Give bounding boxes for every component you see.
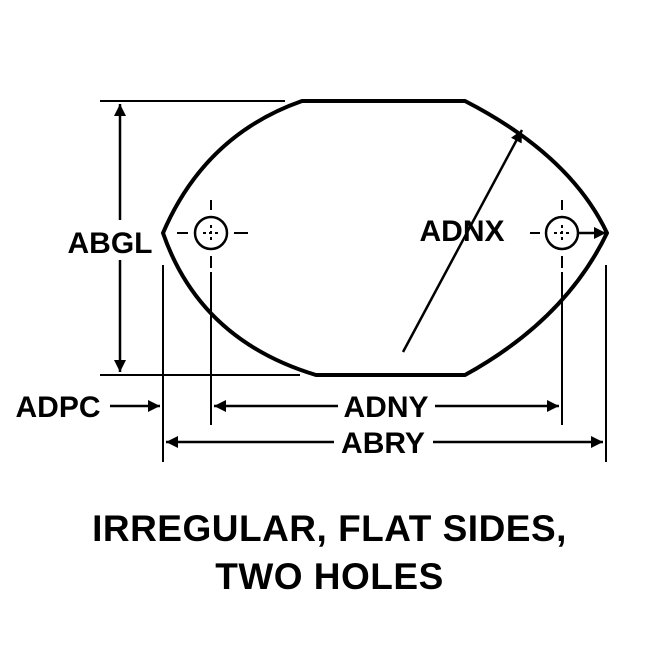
- height-label: ABGL: [68, 227, 153, 260]
- overall-length-label: ABRY: [341, 427, 425, 460]
- caption-line-2: TWO HOLES: [215, 556, 444, 597]
- caption-line-1: IRREGULAR, FLAT SIDES,: [92, 508, 567, 549]
- edge-offset-label: ADPC: [15, 391, 100, 424]
- right-hole: [530, 200, 580, 268]
- left-hole: [177, 200, 248, 268]
- part-outline: [161, 99, 609, 377]
- radius-label: ADNX: [419, 215, 504, 248]
- hole-spacing-label: ADNY: [343, 391, 428, 424]
- radius-leader-arrow: [401, 129, 524, 353]
- height-dimension: [100, 100, 300, 376]
